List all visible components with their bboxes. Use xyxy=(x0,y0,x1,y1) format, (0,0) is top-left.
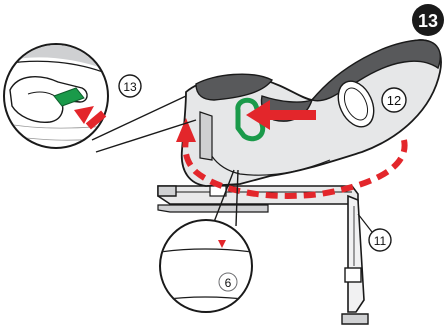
callout-6-label: 6 xyxy=(225,276,232,290)
callout-12-label: 12 xyxy=(387,93,401,108)
release-tab-zoom xyxy=(3,43,197,153)
callout-11: 11 xyxy=(357,213,392,252)
push-arrow xyxy=(74,106,107,130)
callout-13: 13 xyxy=(118,74,142,98)
pull-arrow xyxy=(246,100,316,130)
callout-12: 12 xyxy=(381,87,407,113)
indicator-marker xyxy=(218,240,226,248)
step-number: 13 xyxy=(418,11,438,31)
callout-13-label: 13 xyxy=(123,80,137,94)
release-tab[interactable] xyxy=(53,87,85,107)
isofix-base xyxy=(157,185,369,325)
indicator-zoom: 6 xyxy=(159,169,253,313)
step-badge: 13 xyxy=(412,4,444,36)
callout-11-label: 11 xyxy=(374,234,387,248)
rotation-arrow xyxy=(176,118,408,199)
